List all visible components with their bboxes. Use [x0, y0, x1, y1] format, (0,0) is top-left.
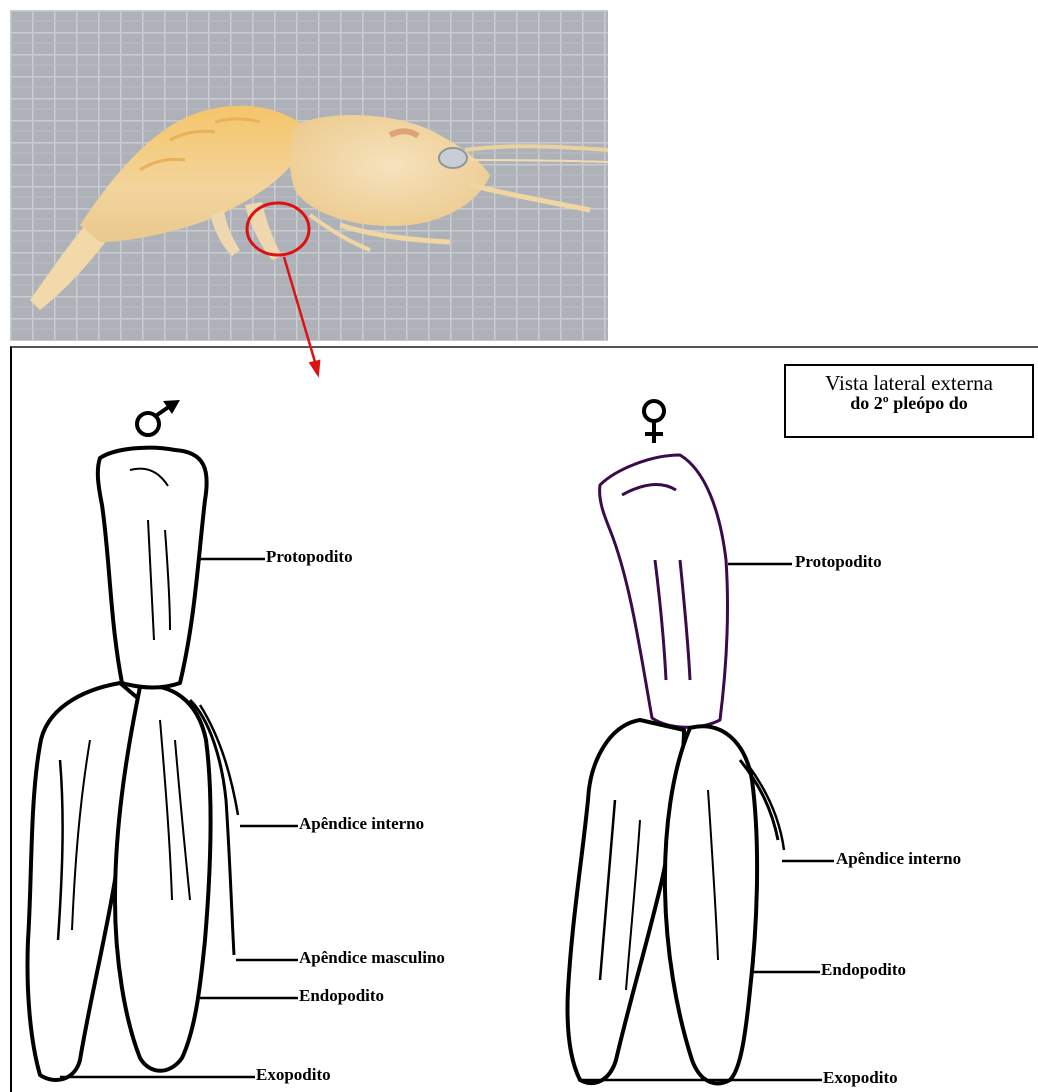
view-info-box: Vista lateral externa do 2º pleópo do	[784, 364, 1034, 438]
female-label-apendice-interno: Apêndice interno	[836, 850, 961, 867]
info-box-line2: do 2º pleópo do	[786, 394, 1032, 414]
pleopod-diagram-panel	[10, 346, 1038, 1092]
info-box-line1: Vista lateral externa	[786, 372, 1032, 394]
female-label-exopodito: Exopodito	[823, 1069, 898, 1086]
male-label-exopodito: Exopodito	[256, 1066, 331, 1083]
male-label-protopodito: Protopodito	[266, 548, 353, 565]
female-label-protopodito: Protopodito	[795, 553, 882, 570]
male-label-apendice-interno: Apêndice interno	[299, 815, 424, 832]
male-label-endopodito: Endopodito	[299, 987, 384, 1004]
female-label-endopodito: Endopodito	[821, 961, 906, 978]
male-label-apendice-masculino: Apêndice masculino	[299, 949, 445, 966]
shrimp-photo	[10, 10, 608, 341]
